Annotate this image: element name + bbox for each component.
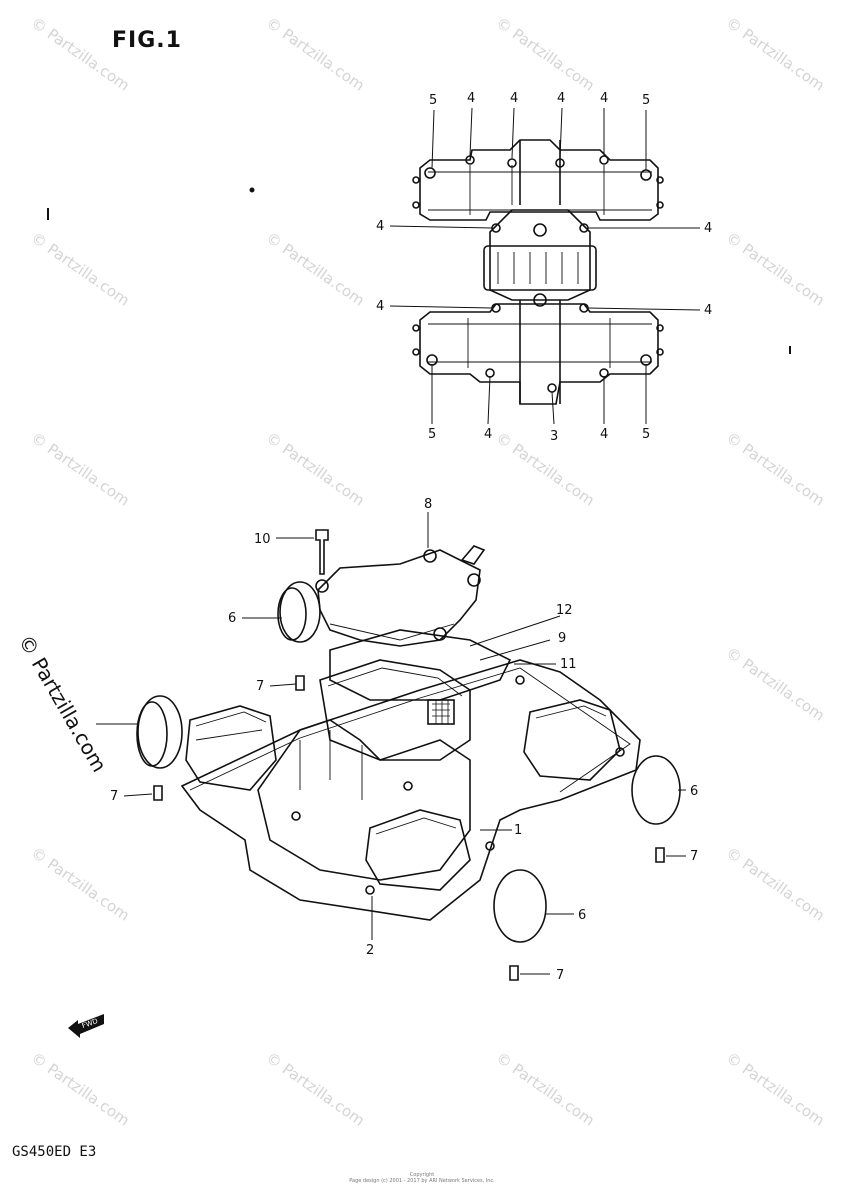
callout-number: 2: [366, 943, 374, 958]
fwd-arrow-icon: FWD: [68, 1014, 104, 1038]
watermark-text: © Partzilla.com: [493, 429, 598, 510]
callout-number: 12: [556, 603, 573, 618]
callout-number: 4: [484, 427, 492, 442]
top-gasket-drawing: [412, 139, 664, 405]
callout-number: 5: [429, 93, 437, 108]
callout-number: 4: [376, 299, 384, 314]
head-cover-drawing: [136, 529, 681, 981]
watermark-text: © Partzilla.com: [263, 1049, 368, 1130]
bottom-callouts: 8 10 6 12 9 11 7 7 1 6 7 6 2 7: [110, 497, 698, 983]
top-leader-lines: [389, 107, 701, 425]
callout-number: 11: [560, 657, 577, 672]
callout-number: 4: [557, 91, 565, 106]
callout-number: 1: [514, 823, 522, 838]
callout-number: 4: [510, 91, 518, 106]
watermark-text: © Partzilla.com: [723, 14, 828, 95]
callout-number: 3: [550, 429, 558, 444]
watermark-text: © Partzilla.com: [723, 844, 828, 925]
watermark-text: © Partzilla.com: [263, 229, 368, 310]
callout-number: 4: [467, 91, 475, 106]
callout-number: 7: [110, 789, 118, 804]
callout-number: 6: [578, 908, 586, 923]
callout-number: 6: [228, 611, 236, 626]
callout-number: 4: [704, 303, 712, 318]
watermark-text: © Partzilla.com: [28, 14, 133, 95]
watermark-text: © Partzilla.com: [28, 844, 133, 925]
watermark-text: © Partzilla.com: [723, 429, 828, 510]
watermark-text: © Partzilla.com: [28, 1049, 133, 1130]
watermark-text: © Partzilla.com: [723, 644, 828, 725]
watermark-text: © Partzilla.com: [723, 1049, 828, 1130]
watermark-text: © Partzilla.com: [723, 229, 828, 310]
callout-number: 7: [556, 968, 564, 983]
callout-number: 4: [600, 427, 608, 442]
callout-number: 5: [642, 93, 650, 108]
callout-number: 4: [600, 91, 608, 106]
copyright-line: Copyright: [409, 1172, 435, 1178]
callout-number: 4: [376, 219, 384, 234]
callout-number: 7: [690, 849, 698, 864]
callout-number: 8: [424, 497, 432, 512]
callout-number: 9: [558, 631, 566, 646]
callout-number: 4: [704, 221, 712, 236]
callout-number: 5: [642, 427, 650, 442]
copyright-footer: Copyright Page design (c) 2001 - 2017 by…: [0, 1172, 844, 1184]
watermark-text: © Partzilla.com: [263, 429, 368, 510]
watermark-text: © Partzilla.com: [28, 229, 133, 310]
callout-number: 7: [256, 679, 264, 694]
stray-marks: [47, 187, 791, 354]
callout-number: 10: [254, 532, 271, 547]
callout-number: 5: [428, 427, 436, 442]
watermark-text: © Partzilla.com: [28, 429, 133, 510]
figure-title: FIG.1: [112, 28, 182, 53]
watermark-text: © Partzilla.com: [493, 1049, 598, 1130]
watermark-text: © Partzilla.com: [14, 631, 112, 777]
callout-number: 6: [690, 784, 698, 799]
model-code: GS450ED E3: [12, 1144, 97, 1160]
copyright-line: Page design (c) 2001 - 2017 by ARI Netwo…: [349, 1178, 495, 1184]
bottom-leader-lines: [96, 512, 686, 975]
top-callouts: 5 4 4 4 4 5 4 4 4 4 5 4 3 4 5: [376, 91, 712, 444]
watermark-text: © Partzilla.com: [263, 14, 368, 95]
watermark-text: © Partzilla.com: [493, 14, 598, 95]
